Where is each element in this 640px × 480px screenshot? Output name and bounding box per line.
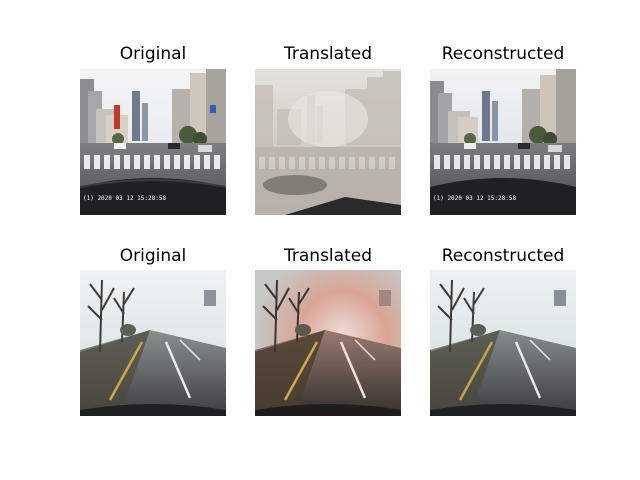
panel-title-original-row2: Original [119,246,187,266]
timestamp-overlay: (1) 2020 03 12 15:28:58 [433,195,516,202]
original-image-row2 [80,270,226,416]
panel-title-reconstructed-row1: Reconstructed [441,44,565,64]
panel-title-reconstructed-row2: Reconstructed [441,246,565,266]
panel-title-translated-row1: Translated [284,44,372,64]
translated-image-row2 [255,270,401,416]
translated-image-row1 [255,69,401,215]
original-image-row1: (1) 2020 03 12 15:28:58 [80,69,226,215]
reconstructed-image-row2 [430,270,576,416]
panel-title-original-row1: Original [119,44,187,64]
panel-title-translated-row2: Translated [284,246,372,266]
timestamp-overlay: (1) 2020 03 12 15:28:58 [83,195,166,202]
reconstructed-image-row1: (1) 2020 03 12 15:28:58 [430,69,576,215]
